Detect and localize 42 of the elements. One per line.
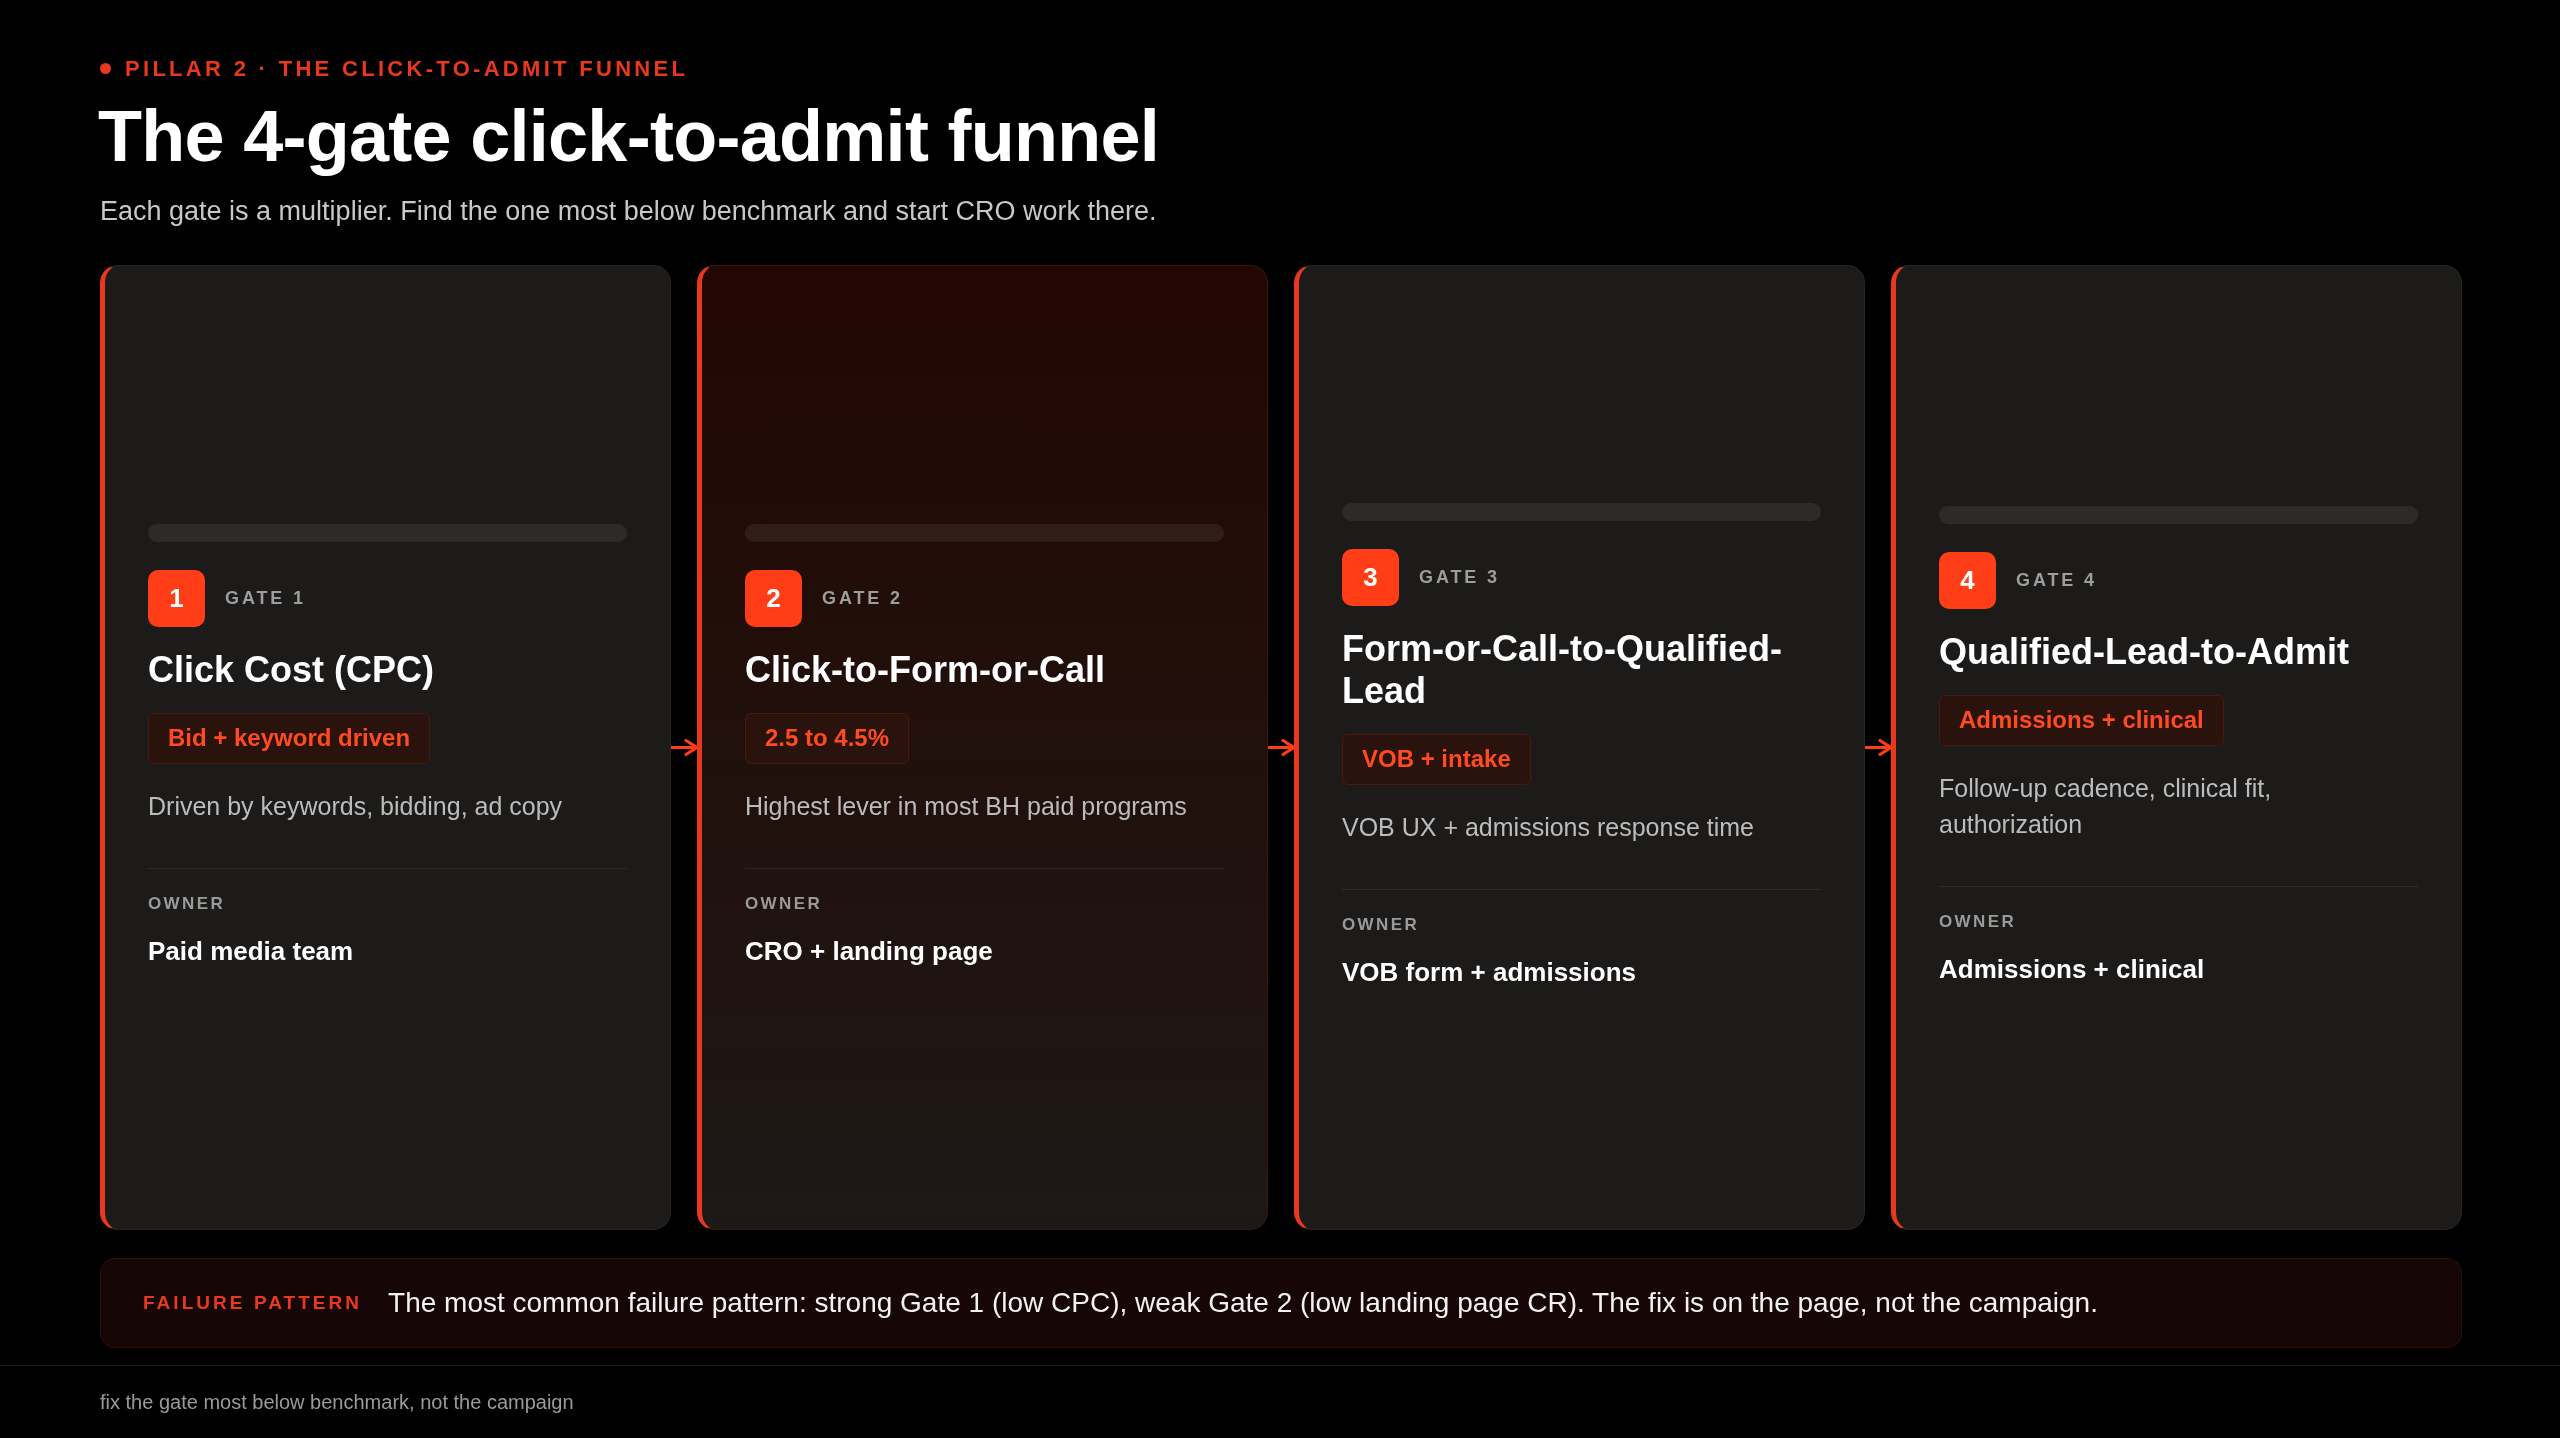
gate-number: 4 <box>1939 551 1996 609</box>
gate-card <box>1294 265 1865 1230</box>
gate-description: VOB UX + admissions response time <box>1342 811 1754 843</box>
gate-card <box>100 265 671 1230</box>
eyebrow-text: PILLAR 2 · THE CLICK-TO-ADMIT FUNNEL <box>125 55 689 83</box>
gate-title: Form-or-Call-to-Qualified-Lead <box>1342 627 1783 712</box>
gate-description: Driven by keywords, bidding, ad copy <box>148 790 563 822</box>
gate-title: Click Cost (CPC) <box>148 648 435 691</box>
owner-label: OWNER <box>1342 913 1420 936</box>
gate-title: Click-to-Form-or-Call <box>745 648 1105 691</box>
arrow <box>671 738 699 757</box>
gate-tag: Bid + keyword driven <box>148 712 431 764</box>
subtitle: Each gate is a multiplier. Find the one most below benchmark and start CRO work there. <box>100 195 1157 228</box>
gate-description: Highest lever in most BH paid programs <box>745 790 1187 822</box>
arrow <box>1865 738 1893 757</box>
gate-label: GATE 3 <box>1419 565 1500 589</box>
owner-name: Paid media team <box>148 935 354 969</box>
gate-tag: VOB + intake <box>1342 733 1531 785</box>
gate-label: GATE 2 <box>822 586 903 610</box>
gate-tag: Admissions + clinical <box>1939 694 2224 746</box>
arrow <box>1268 738 1296 757</box>
gate-title: Qualified-Lead-to-Admit <box>1939 630 2349 673</box>
footer-note: fix the gate most below benchmark, not the campaign <box>100 1390 574 1415</box>
gate-number: 1 <box>148 569 205 627</box>
page-title: The 4-gate click-to-admit funnel <box>98 95 1160 178</box>
gate-label: GATE 4 <box>2016 568 2097 592</box>
gate-number: 2 <box>745 569 802 627</box>
gate-card <box>1891 265 2462 1230</box>
gate-number: 3 <box>1342 548 1399 606</box>
gate-label: GATE 1 <box>225 586 306 610</box>
failure-pattern-banner <box>100 1258 2462 1348</box>
gate-description: Follow-up cadence, clinical fit, authorization <box>1939 772 2273 840</box>
owner-label: OWNER <box>1939 910 2017 933</box>
owner-label: OWNER <box>148 892 226 915</box>
owner-name: Admissions + clinical <box>1939 953 2205 987</box>
gate-tag: 2.5 to 4.5% <box>745 712 910 764</box>
owner-name: VOB form + admissions <box>1342 956 1637 990</box>
banner-label: FAILURE PATTERN <box>143 1290 363 1315</box>
owner-label: OWNER <box>745 892 823 915</box>
gate-card <box>697 265 1268 1230</box>
owner-name: CRO + landing page <box>745 935 993 969</box>
banner-text: The most common failure pattern: strong Gate 1 (low CPC), weak Gate 2 (low landing page CR). The fix is on the page, not the campaign. <box>388 1286 2098 1320</box>
